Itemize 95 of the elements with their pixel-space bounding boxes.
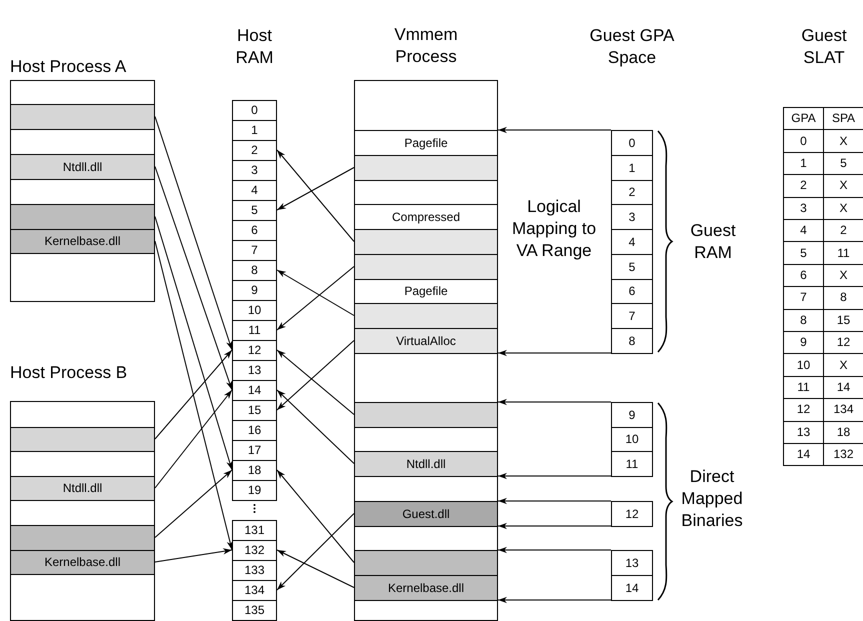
gpa-page: 5: [611, 254, 653, 280]
arrow: [498, 398, 612, 406]
arrow: [154, 116, 232, 350]
arrow: [276, 150, 354, 242]
heading: Guest GPA Space: [588, 25, 676, 69]
memory-region: [354, 229, 498, 255]
gpa-page: 7: [611, 303, 653, 329]
ram-page: 15: [232, 400, 277, 421]
memory-region: Ntdll.dll: [10, 154, 155, 180]
ram-page: 4: [232, 180, 277, 201]
annotation: Logical Mapping to VA Range: [510, 196, 598, 262]
arrow: [498, 546, 612, 554]
arrow: [498, 350, 612, 356]
arrow: [276, 266, 354, 330]
gpa-page: 14: [611, 575, 653, 601]
heading: Host RAM: [234, 25, 274, 69]
memory-region: [10, 427, 155, 452]
arrow: [154, 240, 233, 550]
ram-page: 8: [232, 260, 277, 281]
ram-page: 133: [232, 560, 277, 581]
memory-region: Ntdll.dll: [10, 476, 155, 501]
ram-page: 16: [232, 420, 277, 441]
ram-page: 131: [232, 520, 277, 541]
ram-page: 17: [232, 440, 277, 461]
heading: Host Process A: [10, 56, 126, 78]
memory-region: [10, 204, 155, 230]
ram-page: 12: [232, 340, 277, 361]
arrow: [276, 340, 354, 410]
arrow: [498, 596, 612, 604]
brace-label: Guest RAM: [689, 220, 737, 264]
gpa-page: 1: [611, 155, 653, 181]
ram-page: 134: [232, 580, 277, 601]
arrow: [276, 470, 354, 563]
memory-region: [354, 254, 498, 280]
gpa-page: 0: [611, 130, 653, 156]
arrow: [276, 513, 354, 590]
memory-region: Kernelbase.dll: [10, 229, 155, 254]
arrow: [276, 390, 354, 464]
ram-page: 6: [232, 220, 277, 241]
gpa-page: 9: [611, 402, 653, 428]
memory-region: Kernelbase.dll: [354, 575, 498, 601]
memory-region: Kernelbase.dll: [10, 550, 155, 575]
ram-page: 10: [232, 300, 277, 321]
memory-region: [354, 550, 498, 576]
memory-region: Ntdll.dll: [354, 451, 498, 477]
arrow: [154, 390, 232, 488]
heading: Guest SLAT: [800, 25, 848, 69]
memory-region: [354, 402, 498, 428]
gpa-page: 4: [611, 229, 653, 255]
ram-page: 132: [232, 540, 277, 561]
heading: Host Process B: [10, 362, 128, 384]
ram-page: 3: [232, 160, 277, 181]
brace-label: Direct Mapped Binaries: [680, 466, 744, 532]
gpa-page: 2: [611, 180, 653, 205]
arrow: [154, 166, 232, 390]
arrow: [276, 167, 354, 210]
ram-page: 1: [232, 120, 277, 141]
gpa-page: 6: [611, 279, 653, 304]
ram-page: 5: [232, 200, 277, 221]
gpa-page: 3: [611, 204, 653, 230]
memory-region: [354, 155, 498, 181]
column-header: GPA: [783, 107, 824, 130]
ram-page: 7: [232, 240, 277, 261]
ram-page: 13: [232, 360, 277, 381]
gpa-page: 13: [611, 550, 653, 576]
arrow: [498, 498, 612, 504]
memory-region: Guest.dll: [354, 501, 498, 527]
ram-page: 135: [232, 600, 277, 621]
heading: Vmmem Process: [393, 24, 459, 68]
arrow: [154, 216, 232, 470]
ram-page: 14: [232, 380, 277, 401]
memory-region: [10, 525, 155, 551]
arrow: [276, 550, 354, 588]
arrow: [154, 350, 232, 440]
arrow: [276, 350, 354, 415]
arrow: [498, 126, 612, 134]
memory-region: [354, 303, 498, 329]
ram-page: 11: [232, 320, 277, 341]
arrow: [276, 270, 354, 316]
memory-region: [10, 104, 155, 130]
ram-page: 18: [232, 460, 277, 481]
gpa-page: 12: [611, 501, 653, 527]
ram-page: 0: [232, 100, 277, 121]
gpa-page: 8: [611, 328, 653, 354]
gpa-page: 10: [611, 427, 653, 452]
arrow: [154, 470, 232, 538]
ram-page: 9: [232, 280, 277, 301]
table-cell: 14: [783, 443, 824, 466]
ram-page: 19: [232, 480, 277, 501]
arrow: [154, 548, 232, 562]
gpa-page: 11: [611, 451, 653, 477]
memory-region: VirtualAlloc: [354, 328, 498, 354]
arrow: [498, 472, 612, 480]
arrow: [498, 522, 612, 530]
ram-page: 2: [232, 140, 277, 161]
